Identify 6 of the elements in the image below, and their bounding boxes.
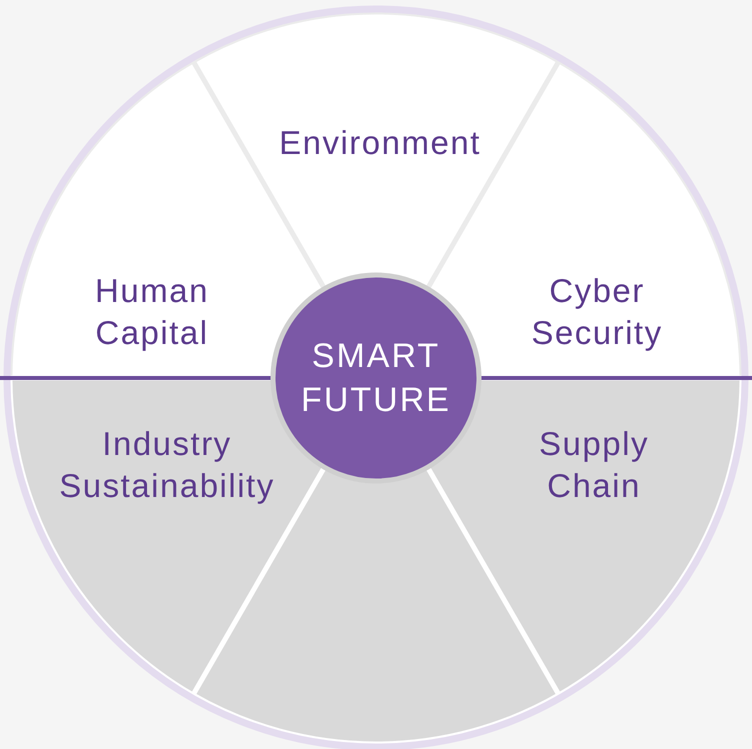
- segment-label: Cyber Security: [530, 270, 664, 353]
- segment-label: Industry Sustainability: [58, 424, 276, 506]
- segment-label: Supply Chain: [538, 424, 650, 506]
- center-label: SMART FUTURE: [300, 336, 452, 421]
- segment-label: Human Capital: [94, 270, 210, 353]
- segment-label: Environment: [278, 123, 482, 163]
